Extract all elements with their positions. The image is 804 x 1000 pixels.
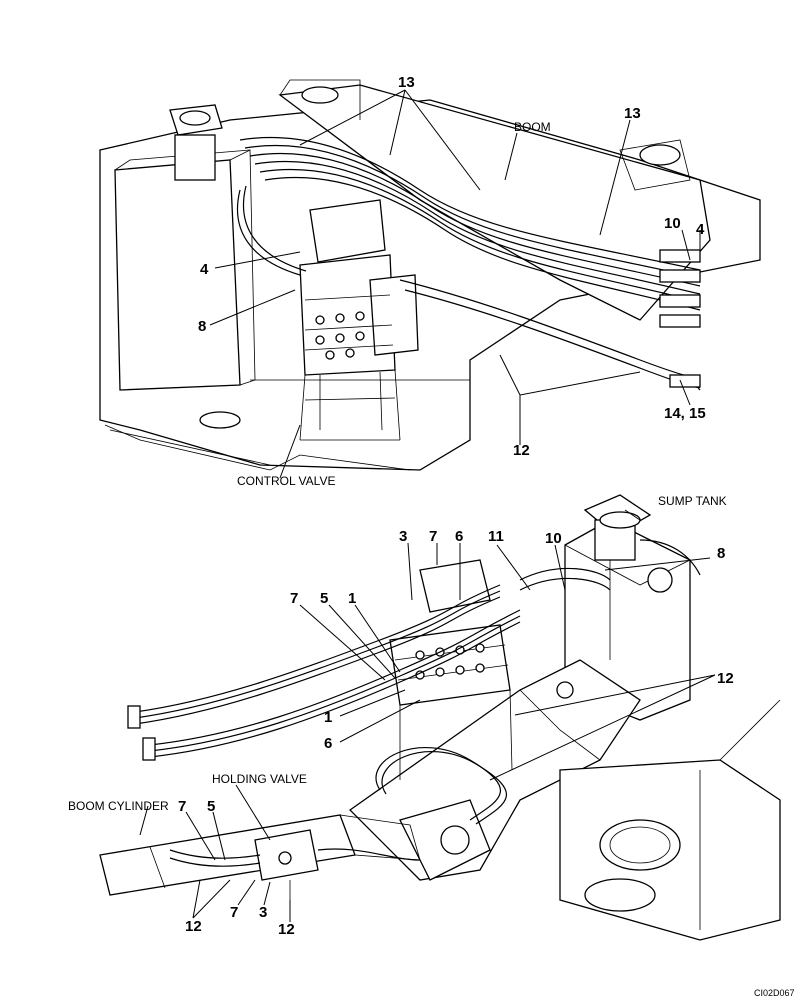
callout-1-upper: 1 bbox=[348, 590, 356, 607]
callout-12-top: 12 bbox=[513, 442, 530, 459]
callout-11: 11 bbox=[488, 528, 504, 545]
callout-14-15: 14, 15 bbox=[664, 405, 706, 422]
label-sump-tank: SUMP TANK bbox=[658, 494, 727, 508]
top-illustration bbox=[99, 79, 761, 479]
callout-1-lower: 1 bbox=[324, 709, 332, 726]
callout-8-bottom: 8 bbox=[717, 545, 725, 562]
label-boom-cylinder: BOOM CYLINDER bbox=[68, 799, 169, 813]
callout-4-left: 4 bbox=[200, 261, 209, 278]
callout-5-left: 5 bbox=[320, 590, 328, 607]
callout-4-right: 4 bbox=[696, 221, 705, 238]
drawing-code: CI02D067 bbox=[754, 988, 795, 998]
callout-7-left: 7 bbox=[290, 590, 298, 607]
callout-6-upper: 6 bbox=[455, 528, 463, 545]
callout-7-lower: 7 bbox=[230, 904, 238, 921]
label-boom: BOOM bbox=[514, 120, 551, 134]
callout-7-cylinder: 7 bbox=[178, 798, 186, 815]
callout-13-right: 13 bbox=[624, 105, 641, 122]
callout-10-bottom: 10 bbox=[545, 530, 562, 547]
callout-3-upper: 3 bbox=[399, 528, 407, 545]
label-control-valve: CONTROL VALVE bbox=[237, 474, 335, 488]
callout-7-upper: 7 bbox=[429, 528, 437, 545]
callout-13-left: 13 bbox=[398, 74, 415, 91]
callout-5-cylinder: 5 bbox=[207, 798, 215, 815]
callout-3-lower: 3 bbox=[259, 904, 267, 921]
callout-8-top: 8 bbox=[198, 318, 206, 335]
callout-6-lower: 6 bbox=[324, 735, 332, 752]
bottom-illustration bbox=[99, 494, 781, 941]
callout-10-top: 10 bbox=[664, 215, 681, 232]
callout-12-cylinder: 12 bbox=[185, 918, 202, 935]
label-holding-valve: HOLDING VALVE bbox=[212, 772, 307, 786]
callout-12-right: 12 bbox=[717, 670, 734, 687]
callout-12-holding: 12 bbox=[278, 921, 295, 938]
